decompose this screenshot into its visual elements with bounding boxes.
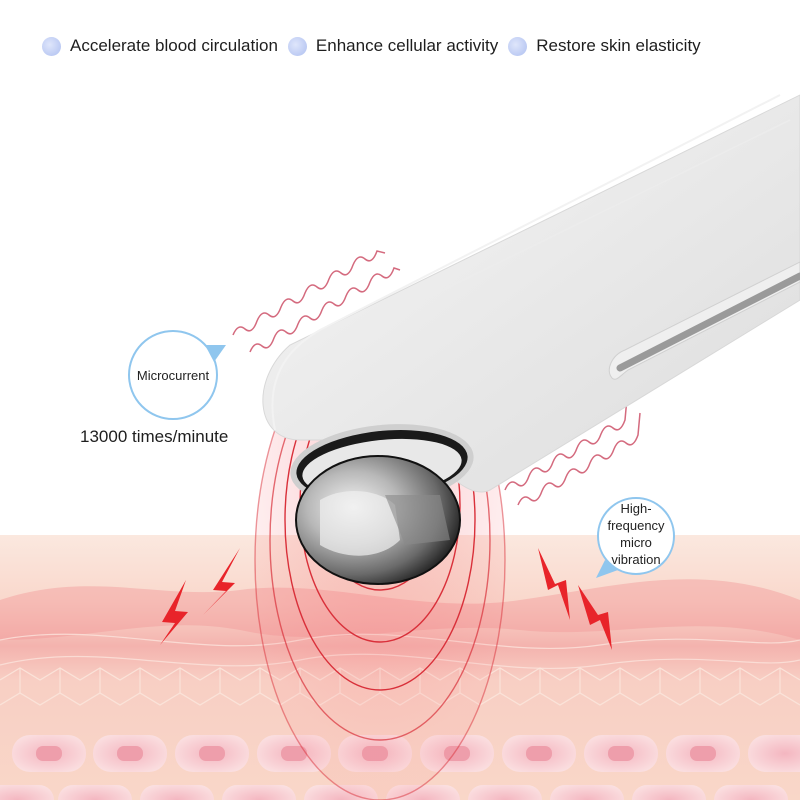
lightning-icon: [578, 585, 612, 650]
vibration-label-line: micro: [620, 535, 652, 550]
vibration-label-line: vibration: [611, 552, 661, 567]
feature-label: Restore skin elasticity: [536, 36, 701, 55]
microcurrent-bubble: [128, 330, 226, 420]
feature-label: Enhance cellular activity: [315, 36, 499, 55]
lightning-icon: [203, 548, 240, 615]
lightning-icon: [538, 548, 570, 620]
bullet-dot-icon: [287, 36, 307, 56]
bullet-dot-icon: [508, 36, 528, 56]
bullet-dot-icon: [42, 36, 61, 56]
vibration-bubble: [596, 497, 675, 578]
lightning-icons: [160, 548, 612, 650]
microcurrent-rate: 13000 times/minute: [80, 427, 229, 446]
vibration-label-line: frequency: [607, 518, 665, 533]
vibration-waves: [232, 250, 641, 506]
vibration-label: High- frequency micro vibration: [596, 500, 676, 568]
feature-item: Accelerate blood circulation: [42, 36, 278, 56]
feature-item: Restore skin elasticity: [508, 36, 701, 56]
vibration-label-line: High-: [620, 501, 652, 516]
feature-list: Accelerate blood circulation Enhance cel…: [42, 36, 711, 56]
lightning-icon: [160, 580, 188, 645]
feature-label: Accelerate blood circulation: [70, 36, 278, 55]
device: [262, 94, 800, 585]
feature-item: Enhance cellular activity: [287, 36, 499, 56]
microcurrent-label: Microcurrent: [136, 368, 210, 383]
